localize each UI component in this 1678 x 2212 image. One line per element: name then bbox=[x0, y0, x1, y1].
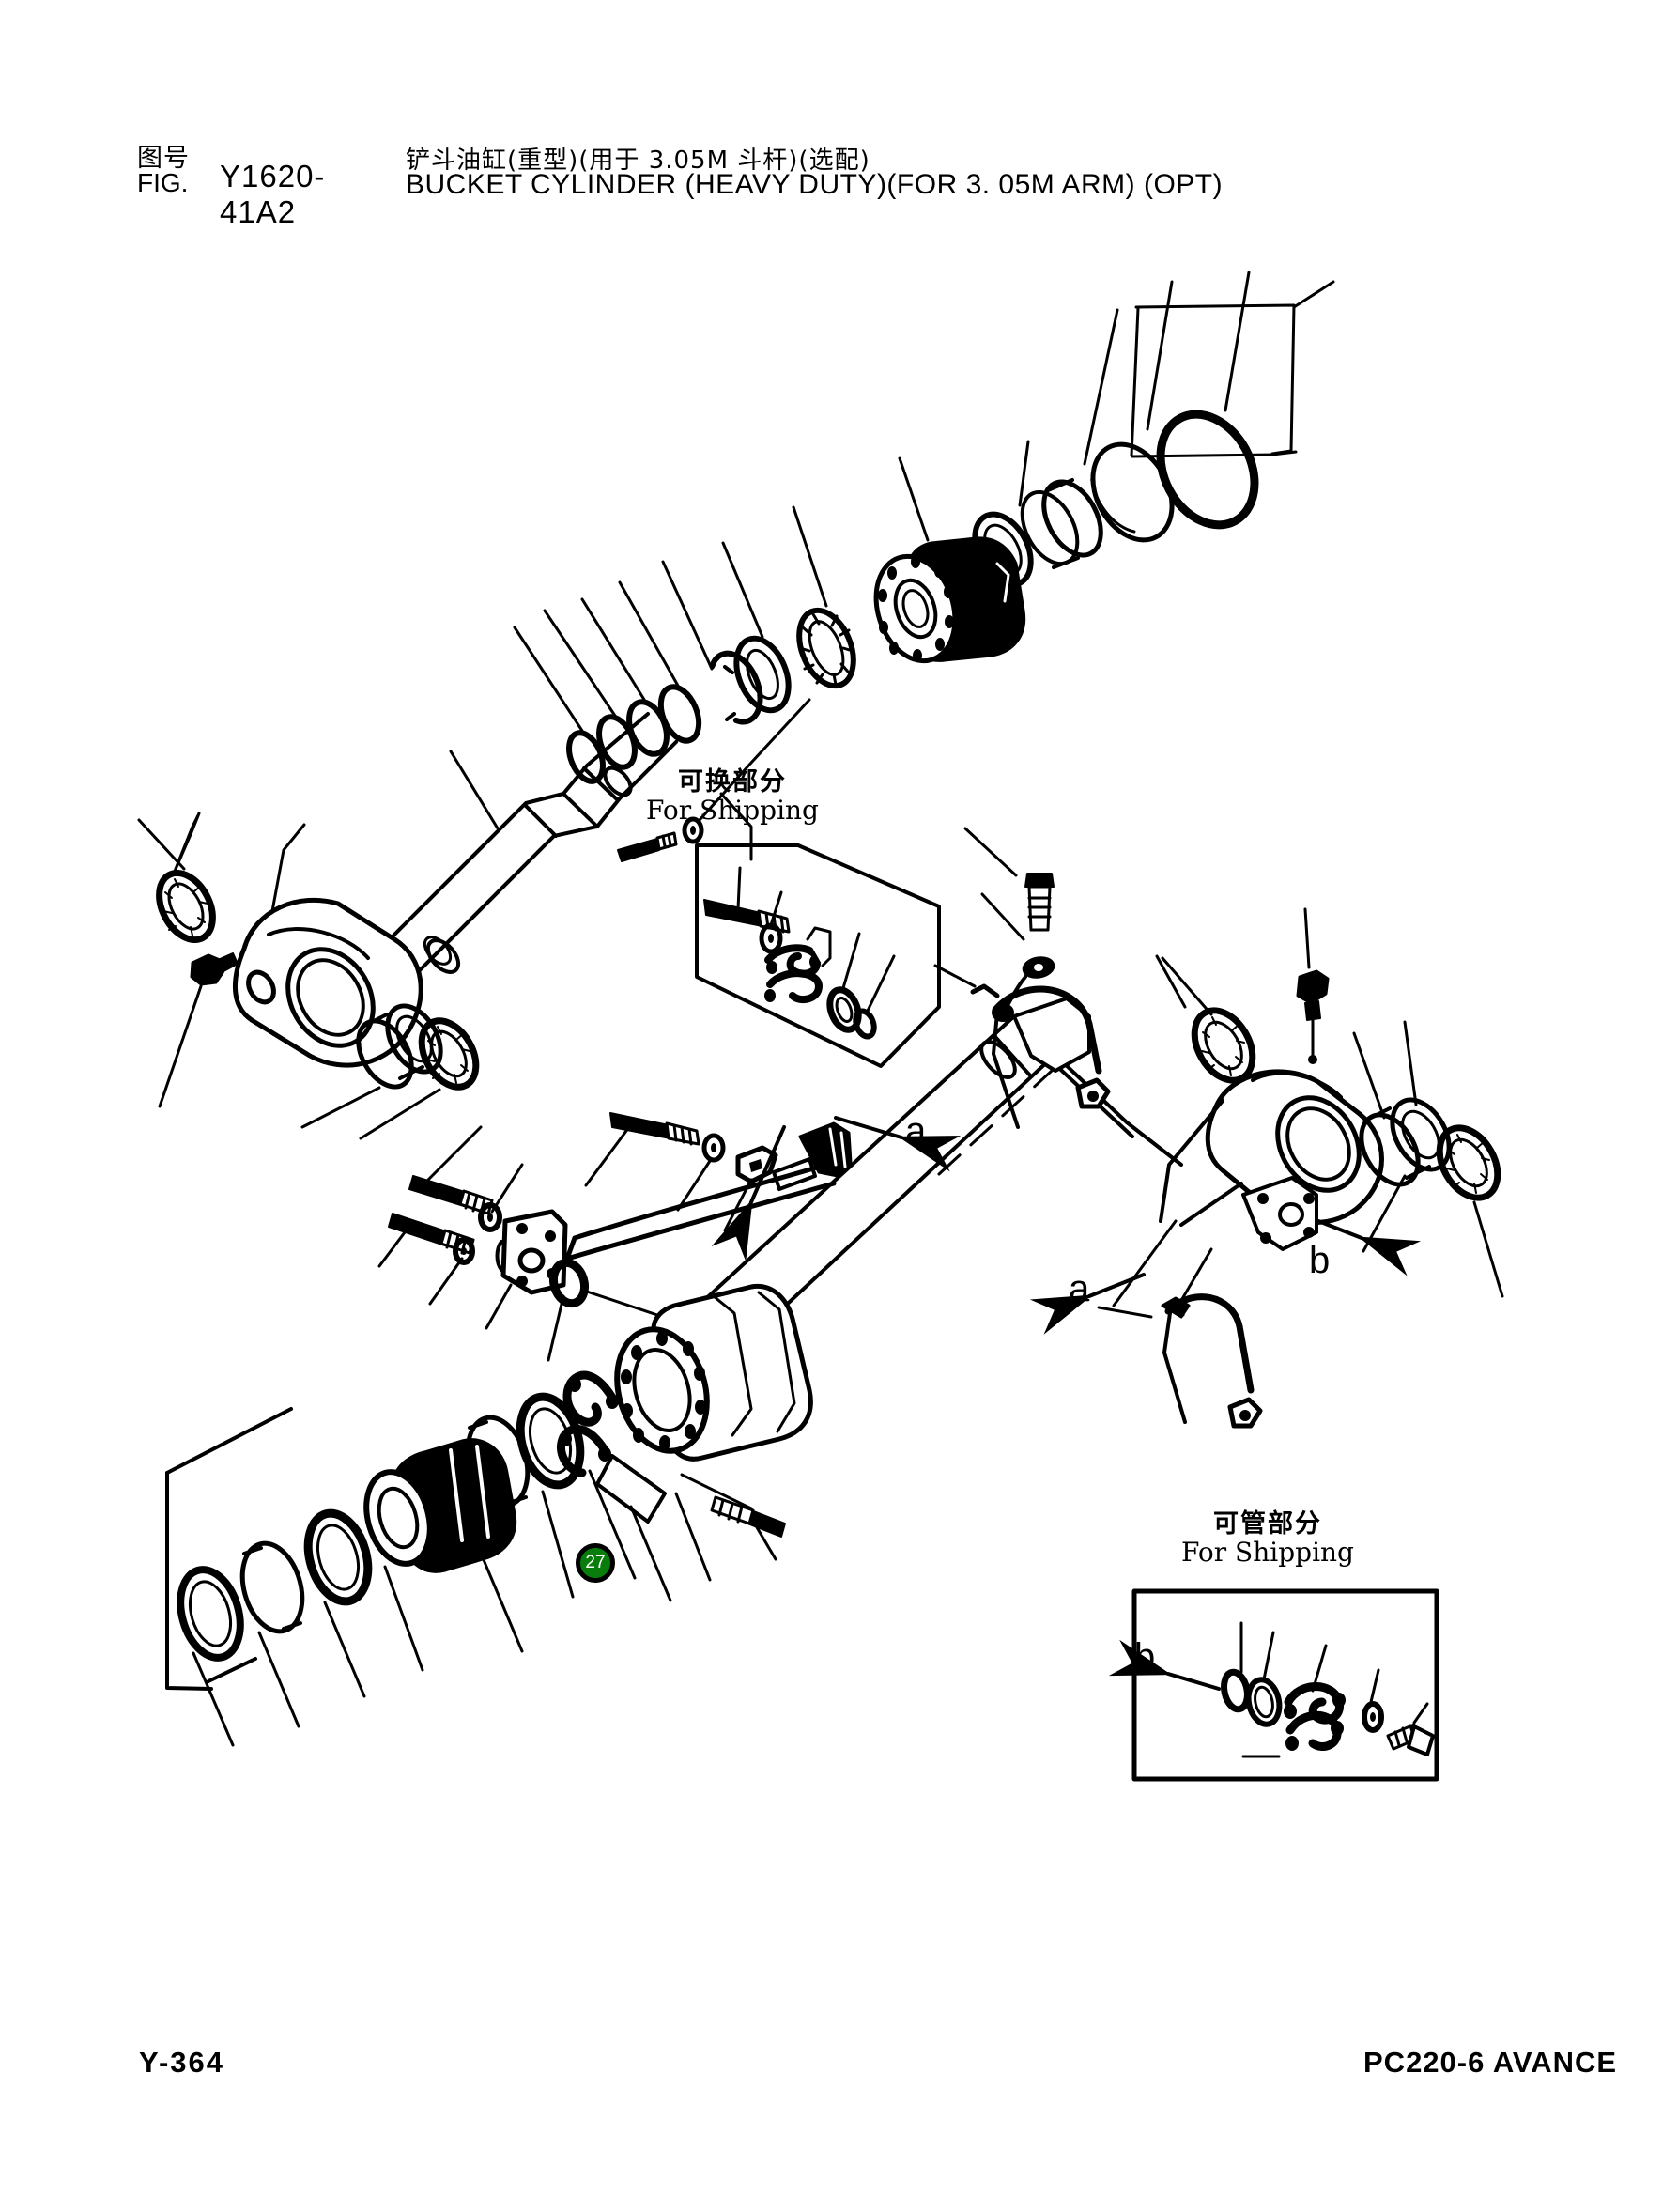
tube-eye-seal bbox=[1191, 1007, 1256, 1084]
callout-letter-b-bottom: b bbox=[1134, 1636, 1156, 1678]
head-bolt-washer bbox=[617, 792, 753, 862]
rod-eye-body bbox=[233, 897, 423, 1068]
figure-label-en: FIG. bbox=[137, 168, 189, 197]
cylinder-tube-main bbox=[655, 997, 1183, 1390]
figure-number: Y1620-41A2 bbox=[220, 159, 326, 229]
tube-eye-group bbox=[1112, 907, 1504, 1307]
bushing-sleeve-1 bbox=[1020, 478, 1103, 569]
shipping-inset-top-contents bbox=[703, 866, 896, 1040]
leader-lines-head bbox=[513, 271, 1335, 822]
rod-eye-seal-left bbox=[156, 869, 216, 944]
tube-eye-body bbox=[1159, 1069, 1384, 1227]
shipping-inset-bottom bbox=[1131, 1588, 1439, 1782]
highlight-marker-number: 27 bbox=[585, 1553, 606, 1572]
page-header: 图号 FIG. Y1620-41A2 铲斗油缸(重型)(用于 3.05M 斗杆)… bbox=[0, 0, 1678, 230]
shipping-note-bottom-en: For Shipping bbox=[1181, 1537, 1354, 1568]
leader-lines-rod-eye bbox=[137, 750, 500, 1140]
shipping-frame-bottom-left bbox=[165, 1407, 293, 1691]
tube-eye-bushing-stack bbox=[1359, 1097, 1501, 1201]
grease-nipple-right bbox=[1296, 969, 1330, 1064]
callout-arrows bbox=[711, 1116, 1422, 1691]
piston-seal-stack bbox=[177, 1392, 585, 1662]
leader-lines-piston bbox=[192, 1469, 777, 1747]
shipping-frame-top-right bbox=[1130, 303, 1298, 458]
backup-ring-1 bbox=[1090, 441, 1175, 543]
left-port-block-group bbox=[377, 1125, 659, 1362]
wear-ring-rollers bbox=[796, 607, 856, 689]
clamp-saddle-right bbox=[1097, 1247, 1263, 1429]
callout-letter-a-top: a bbox=[905, 1110, 927, 1152]
callout-letter-b-top: b bbox=[1309, 1240, 1331, 1281]
shipping-note-top: 可换部分 For Shipping bbox=[620, 768, 845, 825]
shipping-note-top-en: For Shipping bbox=[646, 795, 819, 826]
shipping-note-bottom: 可管部分 For Shipping bbox=[1127, 1510, 1409, 1567]
rod-eye-group bbox=[137, 712, 678, 1140]
piston-bolt bbox=[710, 1495, 786, 1538]
rod-eye-bushing-stack bbox=[356, 1003, 480, 1091]
rod-seal-1 bbox=[733, 635, 792, 714]
piston-split-ring bbox=[557, 1370, 667, 1524]
page-title-cn: 铲斗油缸(重型)(用于 3.05M 斗杆)(选配) bbox=[406, 147, 870, 175]
cylinder-head-flange bbox=[873, 536, 1026, 664]
grease-nipple-left bbox=[190, 952, 239, 986]
shipping-note-bottom-cn: 可管部分 bbox=[1213, 1509, 1322, 1539]
shipping-inset-top bbox=[695, 843, 941, 1068]
mid-bolt-bracket-group bbox=[584, 1112, 853, 1232]
footer-model: PC220-6 AVANCE bbox=[1363, 2046, 1618, 2079]
shipping-inset-bottom-contents bbox=[1221, 1621, 1435, 1758]
footer-page-number: Y-364 bbox=[139, 2046, 225, 2079]
piston-head-group bbox=[165, 1283, 813, 1747]
snap-ring-split bbox=[709, 650, 763, 725]
figure-label-cn: 图号 bbox=[137, 144, 190, 173]
page-title-en: BUCKET CYLINDER (HEAVY DUTY)(FOR 3. 05M … bbox=[406, 169, 1224, 200]
cylinder-head-group bbox=[513, 271, 1335, 862]
highlight-marker-item-27[interactable]: 27 bbox=[576, 1543, 615, 1583]
callout-letter-a-bottom: a bbox=[1069, 1268, 1090, 1309]
shipping-note-top-cn: 可换部分 bbox=[678, 767, 787, 797]
